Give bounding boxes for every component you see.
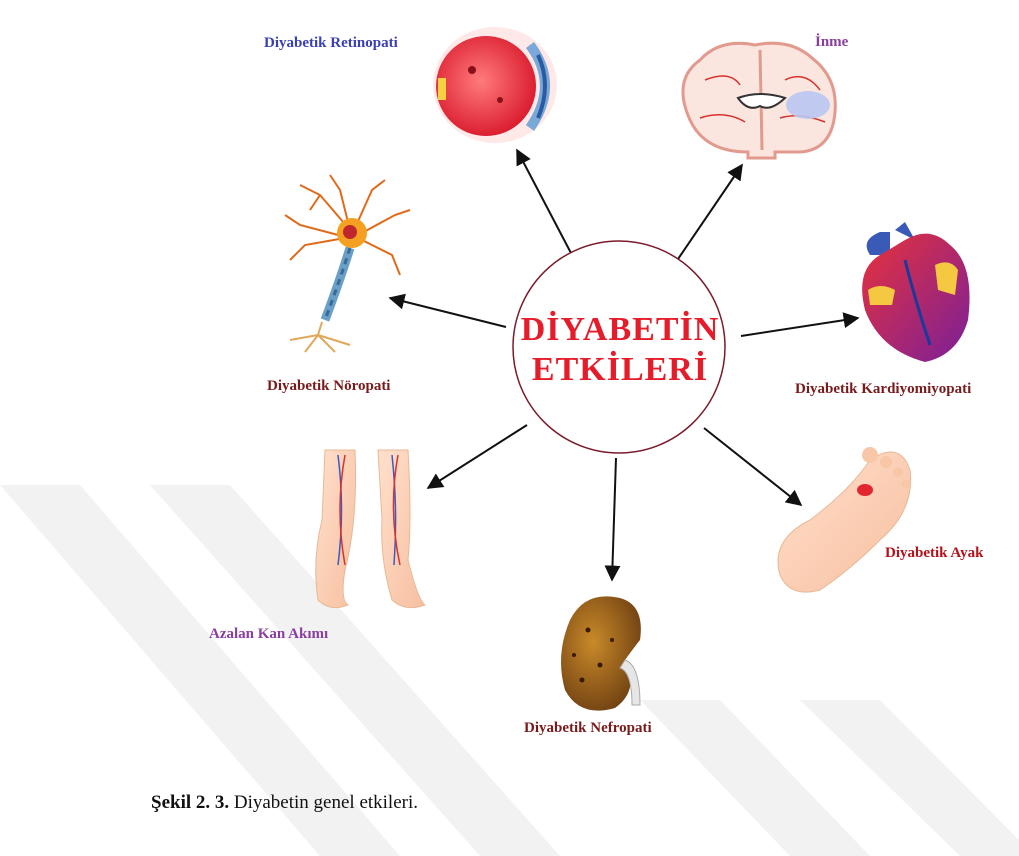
foot-icon xyxy=(778,447,911,592)
arrow-inme xyxy=(676,165,742,262)
label-nefropati: Diyabetik Nefropati xyxy=(524,720,652,737)
legs-icon xyxy=(316,450,425,608)
label-kardiyomiyopati: Diyabetik Kardiyomiyopati xyxy=(795,381,971,398)
label-kan-akimi: Azalan Kan Akımı xyxy=(209,626,328,643)
arrow-kardiyomiyopati xyxy=(741,318,858,336)
neuron-icon xyxy=(285,175,410,352)
caption-number: Şekil 2. 3. xyxy=(151,792,229,813)
kidney-icon xyxy=(561,596,641,710)
label-ayak: Diyabetik Ayak xyxy=(885,545,984,562)
center-title: DİYABETİN ETKİLERİ xyxy=(505,310,735,390)
center-title-line2: ETKİLERİ xyxy=(505,350,735,390)
arrow-noropati xyxy=(390,298,506,327)
figure-caption: Şekil 2. 3. Diyabetin genel etkileri. xyxy=(151,792,418,814)
center-title-line1: DİYABETİN xyxy=(505,310,735,350)
label-noropati: Diyabetik Nöropati xyxy=(267,378,390,395)
eye-icon xyxy=(433,27,557,143)
caption-text: Diyabetin genel etkileri. xyxy=(234,792,418,813)
arrow-kan-akimi xyxy=(428,425,527,488)
arrow-nefropati xyxy=(612,458,616,580)
heart-icon xyxy=(862,222,969,362)
brain-icon xyxy=(683,43,835,158)
label-inme: İnme xyxy=(815,34,848,51)
label-retinopati: Diyabetik Retinopati xyxy=(264,35,398,52)
arrow-ayak xyxy=(704,428,801,505)
arrow-retinopati xyxy=(517,150,572,255)
